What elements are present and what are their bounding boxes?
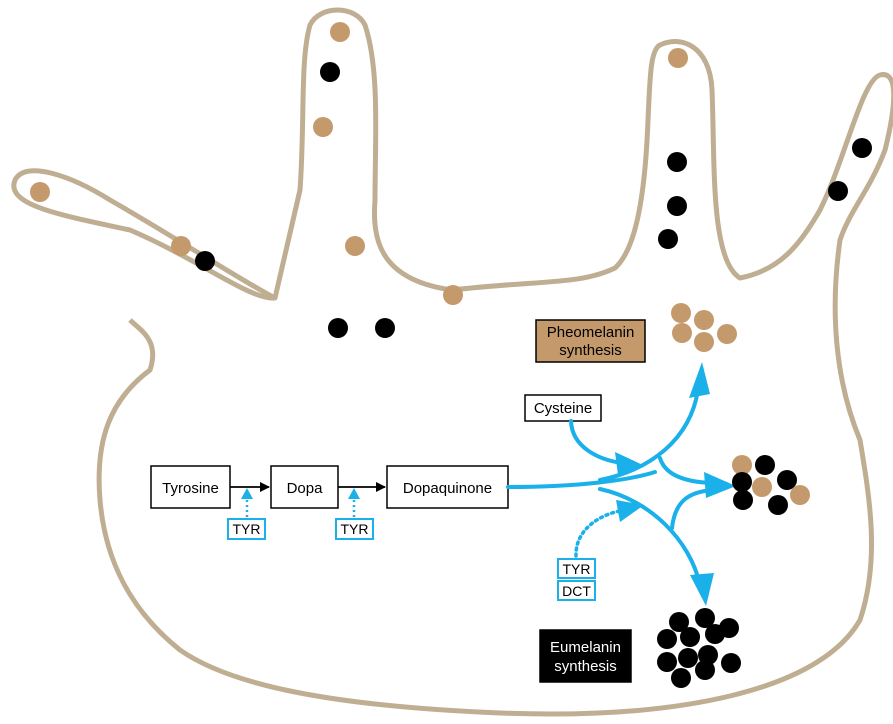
tyr-dct-arrowhead <box>616 500 644 522</box>
pheomelanin-granule <box>345 236 365 256</box>
eumelanin-granule <box>667 152 687 172</box>
to-mixed-from-top <box>658 456 714 485</box>
dopaquinone-box <box>386 465 509 509</box>
pheomelanin-granule <box>330 22 350 42</box>
eumelanin-synthesis-box <box>539 629 632 683</box>
cysteine-label: Cysteine <box>534 400 592 417</box>
scattered-granules <box>30 22 872 338</box>
cysteine-box <box>524 394 602 422</box>
eumelanin-granule <box>828 181 848 201</box>
tyr-enzyme-label-1: TYR <box>233 521 261 537</box>
eumelanin-granule <box>667 196 687 216</box>
eumelanin-granule <box>852 138 872 158</box>
eumelanin-granule <box>658 229 678 249</box>
tyr-enzyme-box-1 <box>227 518 266 540</box>
tyrosine-box <box>150 465 231 509</box>
tyr-enzyme-label-2: TYR <box>341 521 369 537</box>
tyrosine-label: Tyrosine <box>162 480 219 497</box>
flow-arrowheads <box>615 362 736 606</box>
tyr-dct-dotted-flow <box>574 508 628 558</box>
eumelanin-granule-cluster <box>657 608 741 688</box>
dct-enzyme-box <box>557 580 596 601</box>
dopa-box <box>270 465 339 509</box>
pheomelanin-arrowhead <box>689 362 710 398</box>
mixed-arrowhead <box>704 472 736 498</box>
pheomelanin-granule <box>171 236 191 256</box>
melanocyte-cell-outline <box>11 7 893 717</box>
tyr-enzyme-box-2 <box>335 518 374 540</box>
eumelanin-arrowhead <box>690 573 714 606</box>
eumelanin-granule <box>328 318 348 338</box>
eumelanin-branch <box>598 487 702 587</box>
pheomelanin-granule <box>443 285 463 305</box>
tyr-enzyme-label-3: TYR <box>563 561 591 577</box>
pheomelanin-granule <box>313 117 333 137</box>
cysteine-arrowhead <box>615 452 645 475</box>
dopa-label: Dopa <box>287 480 324 497</box>
cysteine-flow <box>569 419 624 465</box>
eumelanin-granule <box>195 251 215 271</box>
tyr-catalysis-arrow-1 <box>241 488 253 517</box>
pheomelanin-synthesis-box <box>535 319 646 363</box>
eumelanin-synthesis-line1: Eumelanin <box>550 639 621 656</box>
tyr-catalysis-arrow-2 <box>348 488 360 517</box>
eumelanin-synthesis-line2: synthesis <box>554 658 617 675</box>
eumelanin-granule <box>320 62 340 82</box>
tyr-enzyme-box-3 <box>557 558 596 579</box>
pheomelanin-granule <box>668 48 688 68</box>
pheomelanin-synthesis-line1: Pheomelanin <box>547 324 635 341</box>
dopaquinone-main-flow <box>506 470 657 489</box>
pheomelanin-granule-cluster <box>671 303 737 352</box>
dct-enzyme-label: DCT <box>562 583 591 599</box>
pheomelanin-synthesis-line2: synthesis <box>559 342 622 359</box>
eumelanin-granule <box>375 318 395 338</box>
pheomelanin-branch <box>598 388 700 482</box>
dopaquinone-label: Dopaquinone <box>403 480 492 497</box>
mixed-melanin-granule-cluster <box>732 455 810 515</box>
pheomelanin-granule <box>30 182 50 202</box>
